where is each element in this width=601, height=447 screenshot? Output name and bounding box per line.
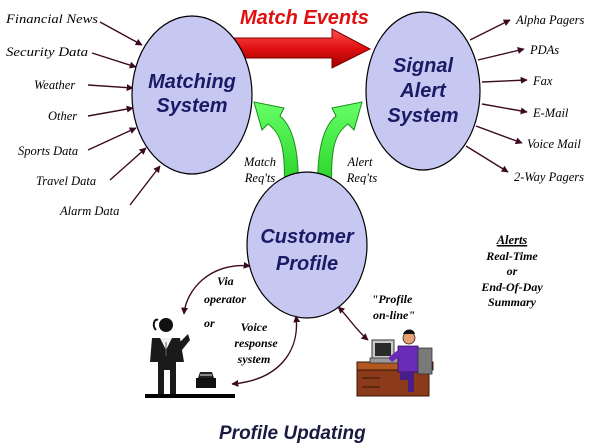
svg-text:End-Of-Day: End-Of-Day bbox=[480, 280, 543, 294]
input-arrow bbox=[109, 147, 147, 181]
signal-alert-system-node bbox=[365, 11, 481, 171]
output-arrow bbox=[481, 76, 528, 84]
input-arrow bbox=[87, 127, 137, 151]
svg-text:on-line": on-line" bbox=[373, 308, 415, 322]
online-channel-label: "Profile on-line" bbox=[372, 292, 415, 322]
input-labels: Financial News Security Data Weather Oth… bbox=[5, 12, 120, 218]
svg-text:Summary: Summary bbox=[488, 295, 537, 309]
svg-text:System: System bbox=[387, 105, 458, 127]
output-arrow bbox=[469, 19, 511, 41]
alert-reqts-arrow bbox=[317, 101, 363, 197]
signal-alert-system-label: Signal Alert System bbox=[387, 55, 458, 127]
computer-user-icon bbox=[356, 329, 434, 397]
svg-text:Alerts: Alerts bbox=[496, 233, 528, 247]
output-label: Fax bbox=[532, 74, 553, 88]
person-phone-icon bbox=[145, 318, 235, 398]
svg-text:Via: Via bbox=[217, 274, 234, 288]
svg-text:Alert: Alert bbox=[347, 155, 374, 169]
match-reqts-arrow bbox=[253, 101, 299, 197]
svg-text:Customer: Customer bbox=[260, 226, 355, 248]
output-label: 2-Way Pagers bbox=[514, 170, 584, 184]
output-label: Voice Mail bbox=[527, 137, 581, 151]
svg-text:Req'ts: Req'ts bbox=[346, 171, 378, 185]
online-update-arrow bbox=[337, 306, 369, 341]
output-arrow bbox=[465, 145, 509, 173]
alert-reqts-label: Alert Req'ts bbox=[346, 155, 378, 185]
alerts-description: Alerts Real-Time or End-Of-Day Summary bbox=[480, 233, 543, 309]
svg-text:Signal: Signal bbox=[393, 55, 453, 77]
customer-profile-label: Customer Profile bbox=[260, 226, 355, 275]
svg-text:Matching: Matching bbox=[148, 71, 236, 93]
input-label: Financial News bbox=[5, 12, 98, 26]
output-arrow bbox=[481, 103, 528, 115]
profile-updating-title: Profile Updating bbox=[219, 423, 366, 444]
output-arrow bbox=[477, 47, 525, 61]
input-arrow bbox=[87, 84, 134, 92]
svg-text:Alert: Alert bbox=[399, 80, 447, 102]
matching-system-label: Matching System bbox=[148, 71, 236, 117]
svg-text:System: System bbox=[156, 95, 227, 117]
output-arrow bbox=[475, 125, 523, 145]
update-arrows bbox=[181, 261, 369, 387]
voice-channel-label: Voice response system bbox=[234, 320, 278, 366]
operator-update-arrow bbox=[181, 261, 251, 315]
svg-text:system: system bbox=[237, 352, 271, 366]
input-label: Alarm Data bbox=[59, 204, 119, 218]
input-arrow bbox=[99, 21, 143, 46]
input-label: Sports Data bbox=[18, 144, 78, 158]
match-reqts-label: Match Req'ts bbox=[243, 155, 276, 185]
match-events-title: Match Events bbox=[240, 7, 369, 29]
svg-text:Match: Match bbox=[243, 155, 276, 169]
customer-profile-node bbox=[246, 171, 368, 319]
svg-text:Voice: Voice bbox=[241, 320, 268, 334]
svg-text:operator: operator bbox=[204, 292, 246, 306]
svg-text:"Profile: "Profile bbox=[372, 292, 413, 306]
input-arrows bbox=[87, 21, 161, 206]
output-label: Alpha Pagers bbox=[515, 13, 585, 27]
input-label: Other bbox=[48, 109, 77, 123]
svg-text:Profile: Profile bbox=[276, 253, 338, 275]
input-label: Weather bbox=[34, 78, 75, 92]
output-arrows bbox=[465, 19, 528, 173]
svg-text:Req'ts: Req'ts bbox=[244, 171, 276, 185]
output-label: E-Mail bbox=[532, 106, 569, 120]
svg-text:or: or bbox=[507, 264, 518, 278]
voice-update-arrow bbox=[231, 315, 301, 387]
input-arrow bbox=[91, 52, 137, 69]
input-arrow bbox=[87, 105, 134, 117]
svg-text:response: response bbox=[234, 336, 278, 350]
matching-system-node bbox=[131, 15, 253, 175]
svg-text:or: or bbox=[204, 316, 215, 330]
output-labels: Alpha Pagers PDAs Fax E-Mail Voice Mail … bbox=[514, 13, 585, 184]
input-label: Security Data bbox=[6, 45, 88, 59]
input-label: Travel Data bbox=[36, 174, 96, 188]
svg-text:Real-Time: Real-Time bbox=[485, 249, 538, 263]
output-label: PDAs bbox=[529, 43, 559, 57]
input-arrow bbox=[129, 165, 161, 206]
